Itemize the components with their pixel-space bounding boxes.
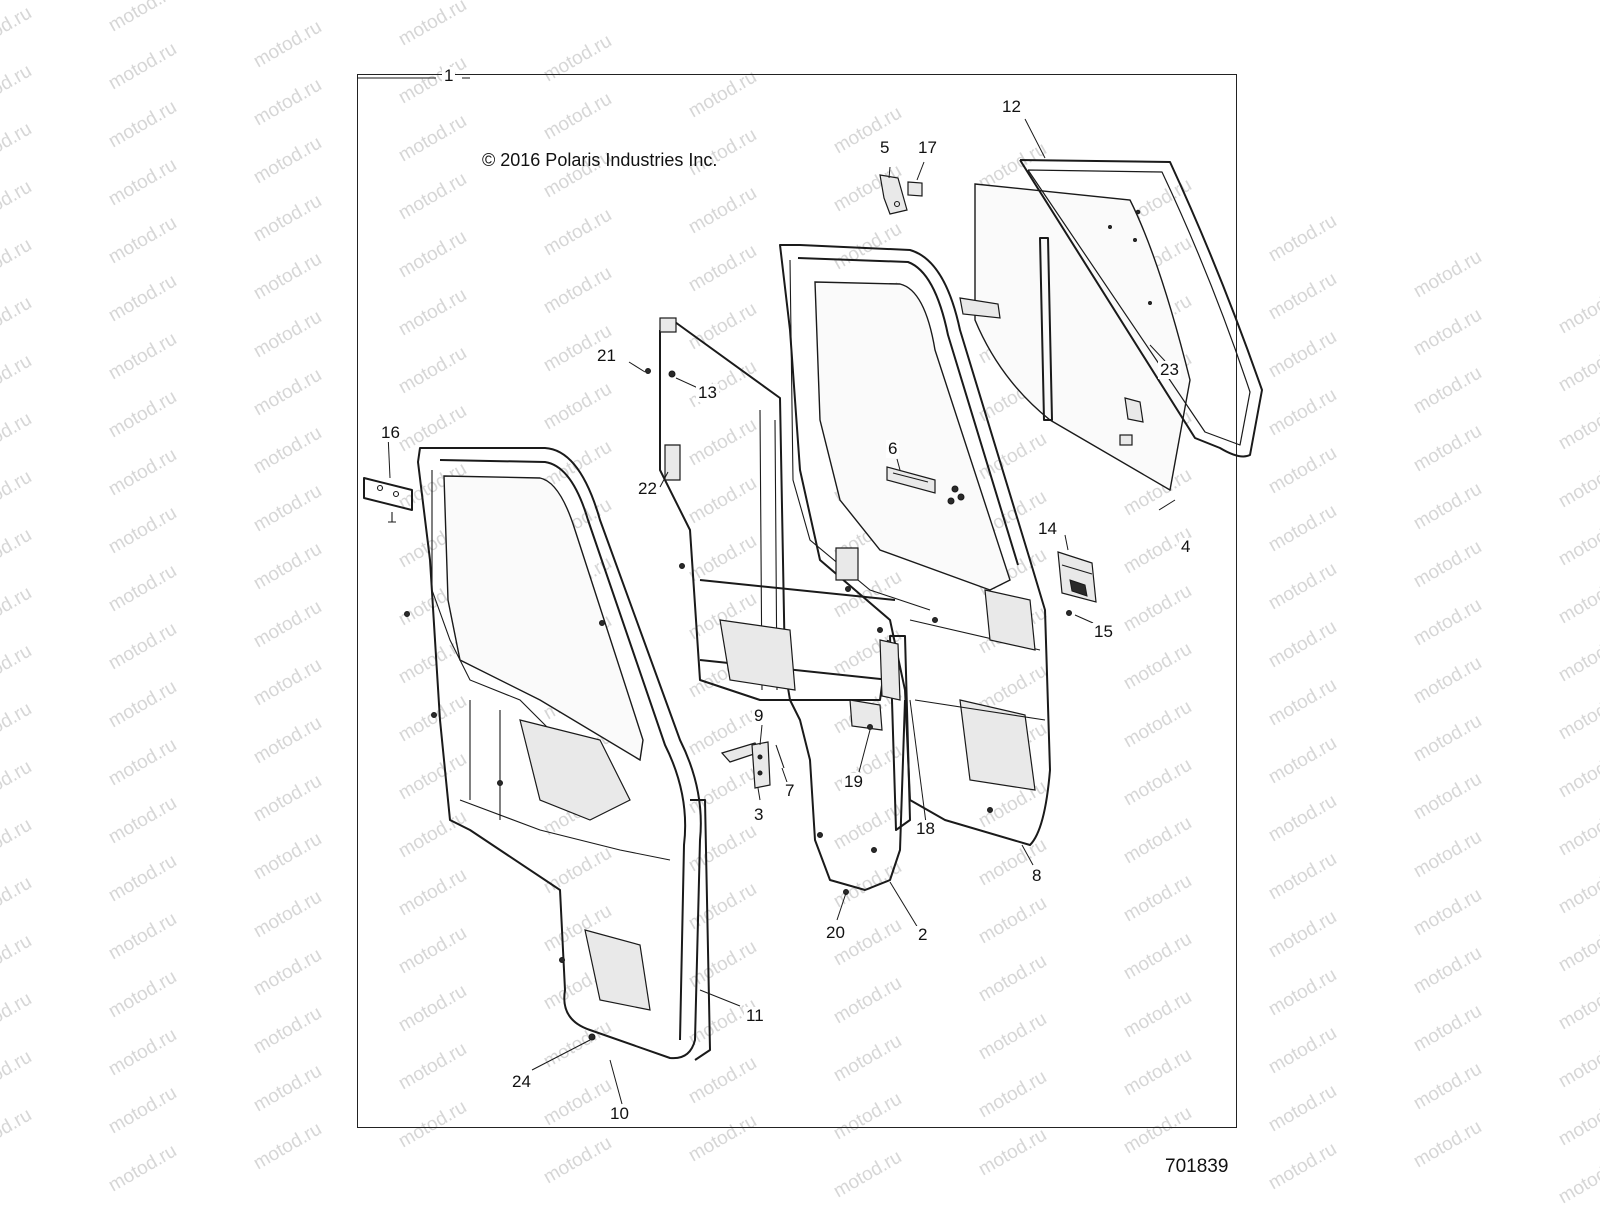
- trim-strip-part: [849, 635, 911, 831]
- hinge-strap-part: [363, 477, 413, 523]
- callout-3: 3: [752, 805, 766, 824]
- document-number: 701839: [1165, 1156, 1229, 1177]
- callout-8: 8: [1030, 866, 1044, 885]
- callout-17: 17: [916, 138, 939, 157]
- callout-16: 16: [379, 423, 402, 442]
- door-tube-frame-part: [645, 317, 906, 895]
- outer-door-panel-part: [404, 447, 711, 1061]
- door-latch-assembly-part: [1057, 551, 1097, 616]
- callout-7: 7: [783, 781, 797, 800]
- inner-door-panel-part: [779, 244, 1051, 846]
- callout-9: 9: [752, 706, 766, 725]
- copyright-notice: © 2016 Polaris Industries Inc.: [482, 150, 718, 170]
- callout-22: 22: [636, 479, 659, 498]
- callout-20: 20: [824, 923, 847, 942]
- callout-23: 23: [1158, 360, 1181, 379]
- handle-plate-part: [886, 466, 965, 505]
- callout-5: 5: [878, 138, 892, 157]
- callout-21: 21: [595, 346, 618, 365]
- callout-1: 1: [442, 66, 456, 85]
- window-glass-part: [959, 183, 1191, 492]
- callout-15: 15: [1092, 622, 1115, 641]
- callout-12: 12: [1000, 97, 1023, 116]
- callout-18: 18: [914, 819, 937, 838]
- callout-24: 24: [510, 1072, 533, 1091]
- callout-11: 11: [744, 1006, 766, 1025]
- callout-14: 14: [1036, 519, 1059, 538]
- callout-19: 19: [842, 772, 865, 791]
- diagram-frame: [357, 74, 1237, 1128]
- callout-10: 10: [608, 1104, 631, 1123]
- callout-6: 6: [886, 439, 900, 458]
- latch-bracket-part: [879, 174, 923, 215]
- callout-13: 13: [696, 383, 719, 402]
- callout-4: 4: [1179, 537, 1193, 556]
- inside-handle-part: [720, 741, 785, 789]
- callout-2: 2: [916, 925, 930, 944]
- window-seal-part: [1019, 159, 1263, 458]
